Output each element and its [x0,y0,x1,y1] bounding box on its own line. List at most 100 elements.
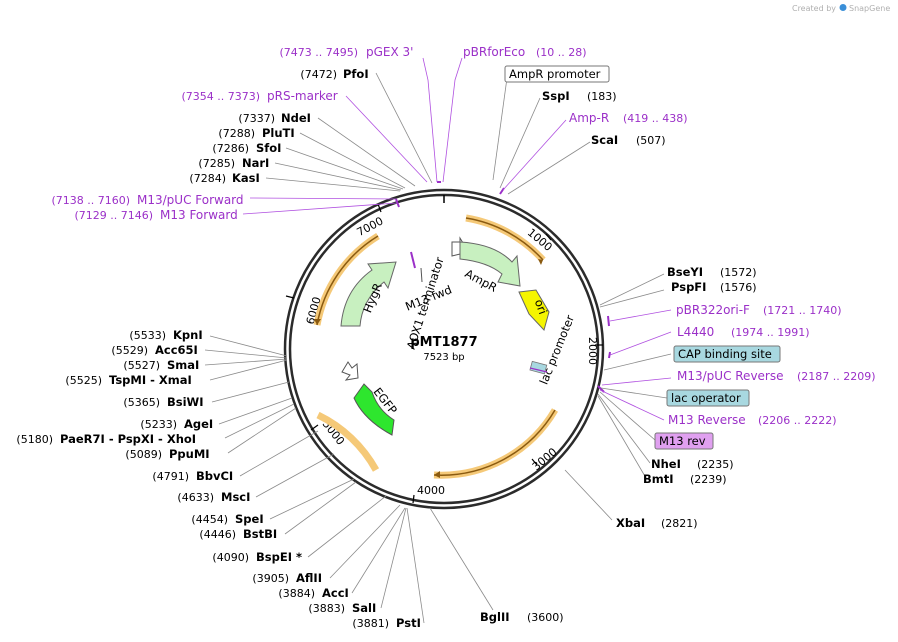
plasmid-size: 7523 bp [423,352,464,363]
enzyme-pos-tspmi: (5525) [65,374,102,387]
primer-range-m13-fwd: (7129 .. 7146) [74,209,153,222]
enzyme-pos-agei: (5233) [140,418,177,431]
primer-m13puc-fwd: M13/pUC Forward [137,193,244,207]
ori-label: ori [532,297,550,316]
orf-arc-bottom-line [433,409,556,476]
enzyme-pos-sspi: (183) [587,90,617,103]
enzyme-nhei: NheI [651,457,681,471]
primer-range-m13puc-fwd: (7138 .. 7160) [51,194,130,207]
enzyme-bsiwi: BsiWI [167,395,204,409]
enzyme-bmti: BmtI [643,472,674,486]
enzyme-ndei: NdeI [281,111,311,125]
enzyme-pos-pfoi: (7472) [300,68,337,81]
plasmid-name: pMT1877 [410,335,477,350]
enzyme-pos-bmti: (2239) [690,473,727,486]
enzyme-pspfi: PspFI [671,280,706,294]
enzyme-acci: AccI [322,586,349,600]
ori-arrow [518,289,550,331]
enzyme-acc65i: Acc65I [155,343,198,357]
enzyme-pluti: PluTI [262,126,295,140]
tick-3000 [531,458,538,466]
m13-fwd-connector [420,267,423,283]
enzyme-pos-bglii: (3600) [527,611,564,624]
credit-text: Created by [792,4,836,13]
enzyme-bbvci: BbvCI [196,469,233,483]
enzyme-spei: SpeI [235,512,264,526]
tick-7000 [377,203,382,213]
enzymes-left: (7472) PfoI (7337) NdeI (7288) PluTI (72… [16,67,420,630]
primer-m13-rev: M13 Reverse [668,413,746,427]
m13rev-label: M13 rev [659,434,706,448]
primer-range-pgex3: (7473 .. 7495) [279,46,358,59]
tick-6000 [285,295,295,299]
enzyme-paer7i-pspxi-xhoi: PaeR7I - PspXI - XhoI [60,432,196,446]
enzyme-pos-nari: (7285) [198,157,235,170]
tick-label-4000: 4000 [417,484,445,497]
enzyme-pos-sfoi: (7286) [212,142,249,155]
lac-operator-box [666,389,750,407]
snapgene-logo-icon [839,4,847,11]
enzyme-aflii: AflII [296,571,322,585]
enzyme-pos-psti: (3881) [352,617,389,630]
enzyme-bstbi: BstBI [243,527,277,541]
enzyme-pos-acc65i: (5529) [111,344,148,357]
orf-arc-hygr-line [316,235,379,326]
orf-arc-ampr-line [465,217,544,261]
enzyme-pos-ppumi: (5089) [125,448,162,461]
enzyme-bglii: BglII [480,610,510,624]
enzyme-pos-bbvci: (4791) [152,470,189,483]
enzyme-pos-smai: (5527) [123,359,160,372]
primer-range-m13-rev: (2206 .. 2222) [758,414,837,427]
ampr-promoter-label: AmpR promoter [509,67,601,81]
orf-arc-egfp [316,411,380,472]
enzyme-bseyi: BseYI [667,265,703,279]
primer-labels: (7473 .. 7495) pGEX 3' pBRforEco (10 .. … [51,45,875,427]
orf-arrow-hygr [314,319,321,325]
m13-fwd-glyph [410,251,416,269]
enzyme-pos-bspei: (4090) [212,551,249,564]
enzyme-smai: SmaI [167,358,199,372]
enzyme-msci: MscI [221,490,250,504]
primer-marks [395,181,611,393]
enzyme-tspmi-xmai: TspMI - XmaI [109,373,192,387]
leader-lines [204,57,672,624]
enzyme-pos-sali: (3883) [308,602,345,615]
primer-m13-fwd: M13 Forward [160,208,238,222]
enzyme-sspi: SspI [542,89,570,103]
m13rev-box [654,432,714,450]
primer-range-amp-r: (419 .. 438) [623,112,688,125]
enzyme-bspei: BspEI * [256,550,302,564]
enzyme-pos-kasi: (7284) [189,172,226,185]
cap-box [673,345,781,363]
enzyme-pos-xbai: (2821) [661,517,698,530]
ampr-label: AmpR [463,266,500,294]
enzyme-sfoi: SfoI [256,141,281,155]
orf-arrow-ampr [538,259,543,265]
primer-prs-marker: pRS-marker [267,89,338,103]
orf-arrow-bottom [434,471,440,478]
enzyme-pos-bstbi: (4446) [199,528,236,541]
tick-5000 [310,424,319,431]
egfp-arrow [353,383,395,436]
primer-pbrforeco: pBRforEco [463,45,525,59]
enzyme-sali: SalI [352,601,376,615]
primer-range-pbr322ori-f: (1721 .. 1740) [763,304,842,317]
ampr-promoter-box [504,65,610,83]
enzyme-pos-ndei: (7337) [238,112,275,125]
enzyme-pos-scai: (507) [636,134,666,147]
enzyme-kpni: KpnI [173,328,203,342]
tick-label-7000: 7000 [355,214,386,239]
credit-brand: SnapGene [849,4,890,13]
enzyme-pos-acci: (3884) [278,587,315,600]
enzyme-xbai: XbaI [616,516,645,530]
cap-label: CAP binding site [678,347,772,361]
lac-primer-glyph [529,367,548,373]
enzyme-pos-kpni: (5533) [129,329,166,342]
tick-label-2000: 2000 [586,337,599,365]
primer-pbr322ori-f: pBR322ori-F [676,303,750,317]
enzyme-pos-xhoi: (5180) [16,433,53,446]
tick-1000 [545,233,552,241]
primer-pgex3: pGEX 3' [366,45,413,59]
tick-label-3000: 3000 [530,445,560,473]
